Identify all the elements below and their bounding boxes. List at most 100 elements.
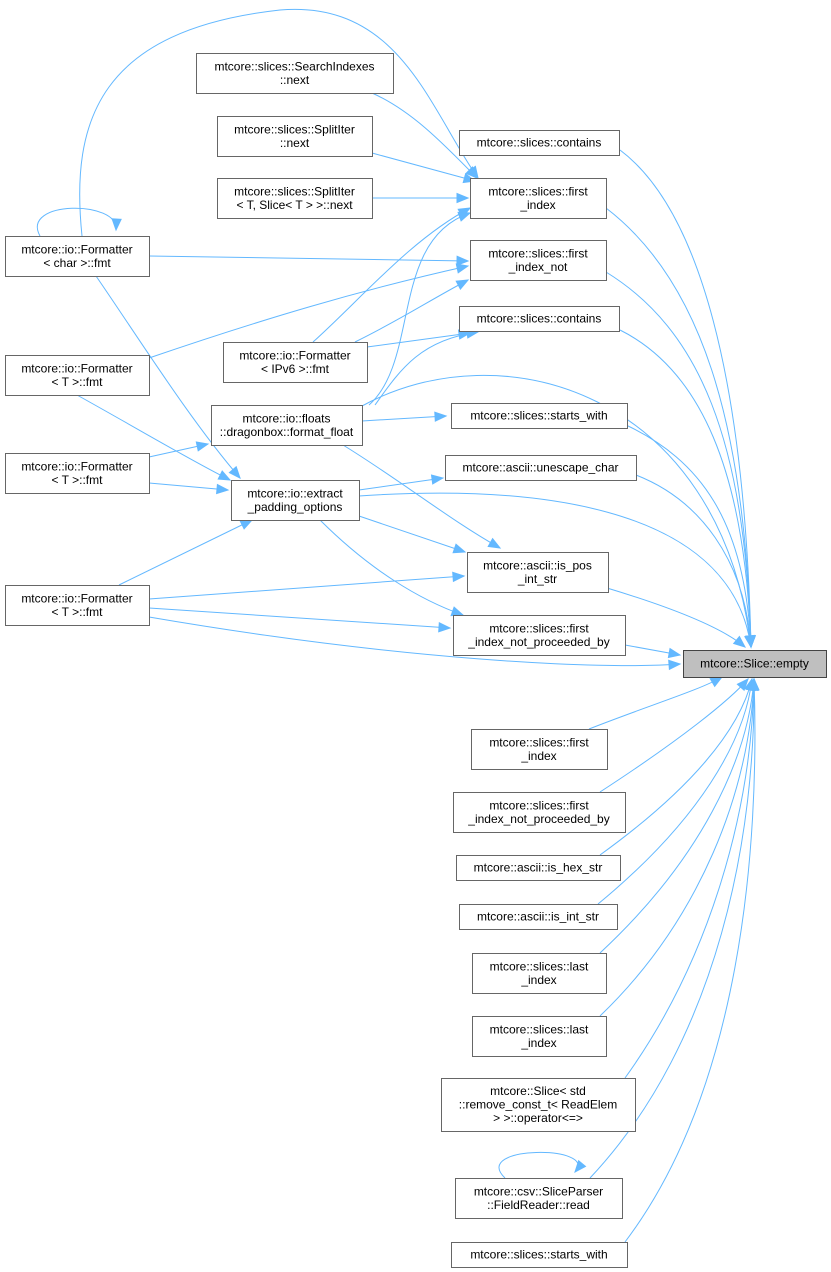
node-last-index2[interactable]: mtcore::slices::last_index — [472, 1016, 607, 1057]
node-fmt-ipv6[interactable]: mtcore::io::Formatter< IPv6 >::fmt — [223, 342, 368, 383]
node-label-line: ::FieldReader::read — [487, 1198, 590, 1212]
arrowhead — [456, 255, 470, 267]
node-label-line: mtcore::slices::first — [488, 184, 588, 198]
node-box — [217, 116, 373, 157]
node-label-line: mtcore::slices::first — [488, 246, 588, 260]
edge-extract_padding-to-target — [358, 492, 755, 649]
arrowhead — [217, 470, 232, 481]
node-extract-padding[interactable]: mtcore::io::extract_padding_options — [231, 480, 360, 521]
arrowhead — [216, 483, 230, 495]
node-box — [445, 455, 637, 481]
node-box — [453, 615, 626, 656]
edge-line — [148, 616, 681, 667]
edge-line — [358, 492, 752, 648]
arrowhead — [487, 537, 502, 549]
arrowhead — [452, 571, 466, 583]
edge-fmt_ipv6-to-first_index1 — [312, 207, 472, 343]
node-split-next[interactable]: mtcore::slices::SplitIter::next — [217, 116, 373, 157]
node-box — [5, 236, 150, 277]
node-starts-with2[interactable]: mtcore::slices::starts_with — [451, 1242, 628, 1268]
node-last-index1[interactable]: mtcore::slices::last_index — [472, 953, 607, 994]
edge-line — [319, 519, 464, 616]
node-split-t-next[interactable]: mtcore::slices::SplitIter< T, Slice< T >… — [217, 178, 373, 219]
node-box — [451, 1242, 628, 1268]
node-box — [211, 405, 363, 446]
edge-fmt_t2-to-extract_padding — [148, 482, 230, 495]
edge-fmt_t3-to-first_index_npb1 — [148, 607, 452, 633]
node-first-index-npb2[interactable]: mtcore::slices::first_index_not_proceede… — [453, 792, 626, 833]
node-label-line: ::dragonbox::format_float — [220, 425, 354, 439]
node-contains1[interactable]: mtcore::slices::contains — [459, 130, 620, 156]
node-first-index-not[interactable]: mtcore::slices::first_index_not — [470, 240, 607, 281]
node-box — [683, 650, 827, 678]
node-format-float[interactable]: mtcore::io::floats::dragonbox::format_fl… — [211, 405, 363, 446]
node-target[interactable]: mtcore::Slice::empty — [683, 650, 827, 678]
edge-line — [371, 152, 476, 182]
edge-line — [371, 92, 478, 179]
edge-line — [368, 212, 471, 406]
edge-layer — [36, 8, 760, 1243]
edge-format_float-to-is_pos_int — [342, 444, 502, 549]
edge-line — [599, 678, 749, 793]
node-label-line: < T >::fmt — [52, 605, 104, 619]
node-label-line: < IPv6 >::fmt — [261, 362, 330, 376]
node-starts-with1[interactable]: mtcore::slices::starts_with — [451, 403, 628, 429]
edge-split_t_next-to-first_index1 — [372, 192, 470, 204]
node-label-line: < T >::fmt — [52, 473, 104, 487]
node-fmt-t1[interactable]: mtcore::io::Formatter< T >::fmt — [5, 355, 150, 396]
node-box — [467, 552, 609, 593]
node-unescape-char[interactable]: mtcore::ascii::unescape_char — [445, 455, 637, 481]
edge-line — [606, 587, 746, 648]
arrowhead — [438, 622, 452, 633]
edge-fmt_ipv6-to-contains2 — [366, 329, 472, 348]
node-fmt-char[interactable]: mtcore::io::Formatter< char >::fmt — [5, 236, 150, 277]
node-label-line: < char >::fmt — [43, 256, 111, 270]
node-label-line: ::next — [280, 73, 310, 87]
node-fmt-t2[interactable]: mtcore::io::Formatter< T >::fmt — [5, 453, 150, 494]
arrowhead — [455, 263, 470, 274]
node-box — [5, 453, 150, 494]
node-search-next[interactable]: mtcore::slices::SearchIndexes::next — [196, 53, 394, 94]
node-is-pos-int[interactable]: mtcore::ascii::is_pos_int_str — [467, 552, 609, 593]
node-label-line: mtcore::io::Formatter — [21, 459, 132, 473]
edge-line — [148, 575, 465, 600]
edge-line — [354, 279, 469, 343]
node-contains2[interactable]: mtcore::slices::contains — [459, 306, 620, 332]
edge-unescape_char-to-target — [635, 474, 756, 649]
node-box — [441, 1078, 636, 1132]
edge-line — [342, 444, 501, 549]
node-label-line: mtcore::slices::first — [489, 798, 589, 812]
node-first-index2[interactable]: mtcore::slices::first_index — [471, 729, 608, 770]
edge-line — [79, 8, 479, 237]
node-slice-cmp[interactable]: mtcore::Slice< std::remove_const_t< Read… — [441, 1078, 636, 1132]
node-label-line: mtcore::slices::contains — [477, 312, 602, 326]
arrowhead — [452, 543, 467, 554]
node-first-index-npb1[interactable]: mtcore::slices::first_index_not_proceede… — [453, 615, 626, 656]
edge-starts_with1-to-target — [625, 424, 756, 649]
edge-fmt_t2-to-format_float — [148, 441, 210, 458]
node-first-index1[interactable]: mtcore::slices::first_index — [470, 178, 607, 219]
edge-fmt_t3-to-extract_padding — [118, 519, 254, 586]
node-fmt-t3[interactable]: mtcore::io::Formatter< T >::fmt — [5, 585, 150, 626]
edge-extract_padding-to-is_pos_int — [358, 515, 467, 554]
edge-line — [148, 607, 451, 629]
edge-line — [619, 149, 752, 648]
edge-line — [148, 482, 229, 491]
edge-extract_padding-to-unescape_char — [358, 474, 445, 491]
node-label-line: mtcore::csv::SliceParser — [474, 1184, 603, 1198]
arrowhead — [574, 1159, 587, 1174]
node-is-int-str[interactable]: mtcore::ascii::is_int_str — [459, 904, 618, 930]
arrowhead — [434, 411, 448, 422]
node-label-line: _index_not_proceeded_by — [467, 812, 609, 826]
arrowhead — [239, 519, 254, 530]
node-label-line: mtcore::ascii::unescape_char — [462, 461, 618, 475]
node-is-hex-str[interactable]: mtcore::ascii::is_hex_str — [456, 855, 621, 881]
node-label-line: mtcore::ascii::is_int_str — [477, 910, 599, 924]
node-label-line: _int_str — [517, 572, 557, 586]
edge-line — [635, 474, 752, 648]
arrowhead — [668, 659, 682, 671]
node-label-line: _index — [519, 198, 555, 212]
node-field-reader-read[interactable]: mtcore::csv::SliceParser::FieldReader::r… — [455, 1178, 623, 1219]
edge-line — [619, 329, 752, 648]
edge-line — [588, 676, 723, 730]
